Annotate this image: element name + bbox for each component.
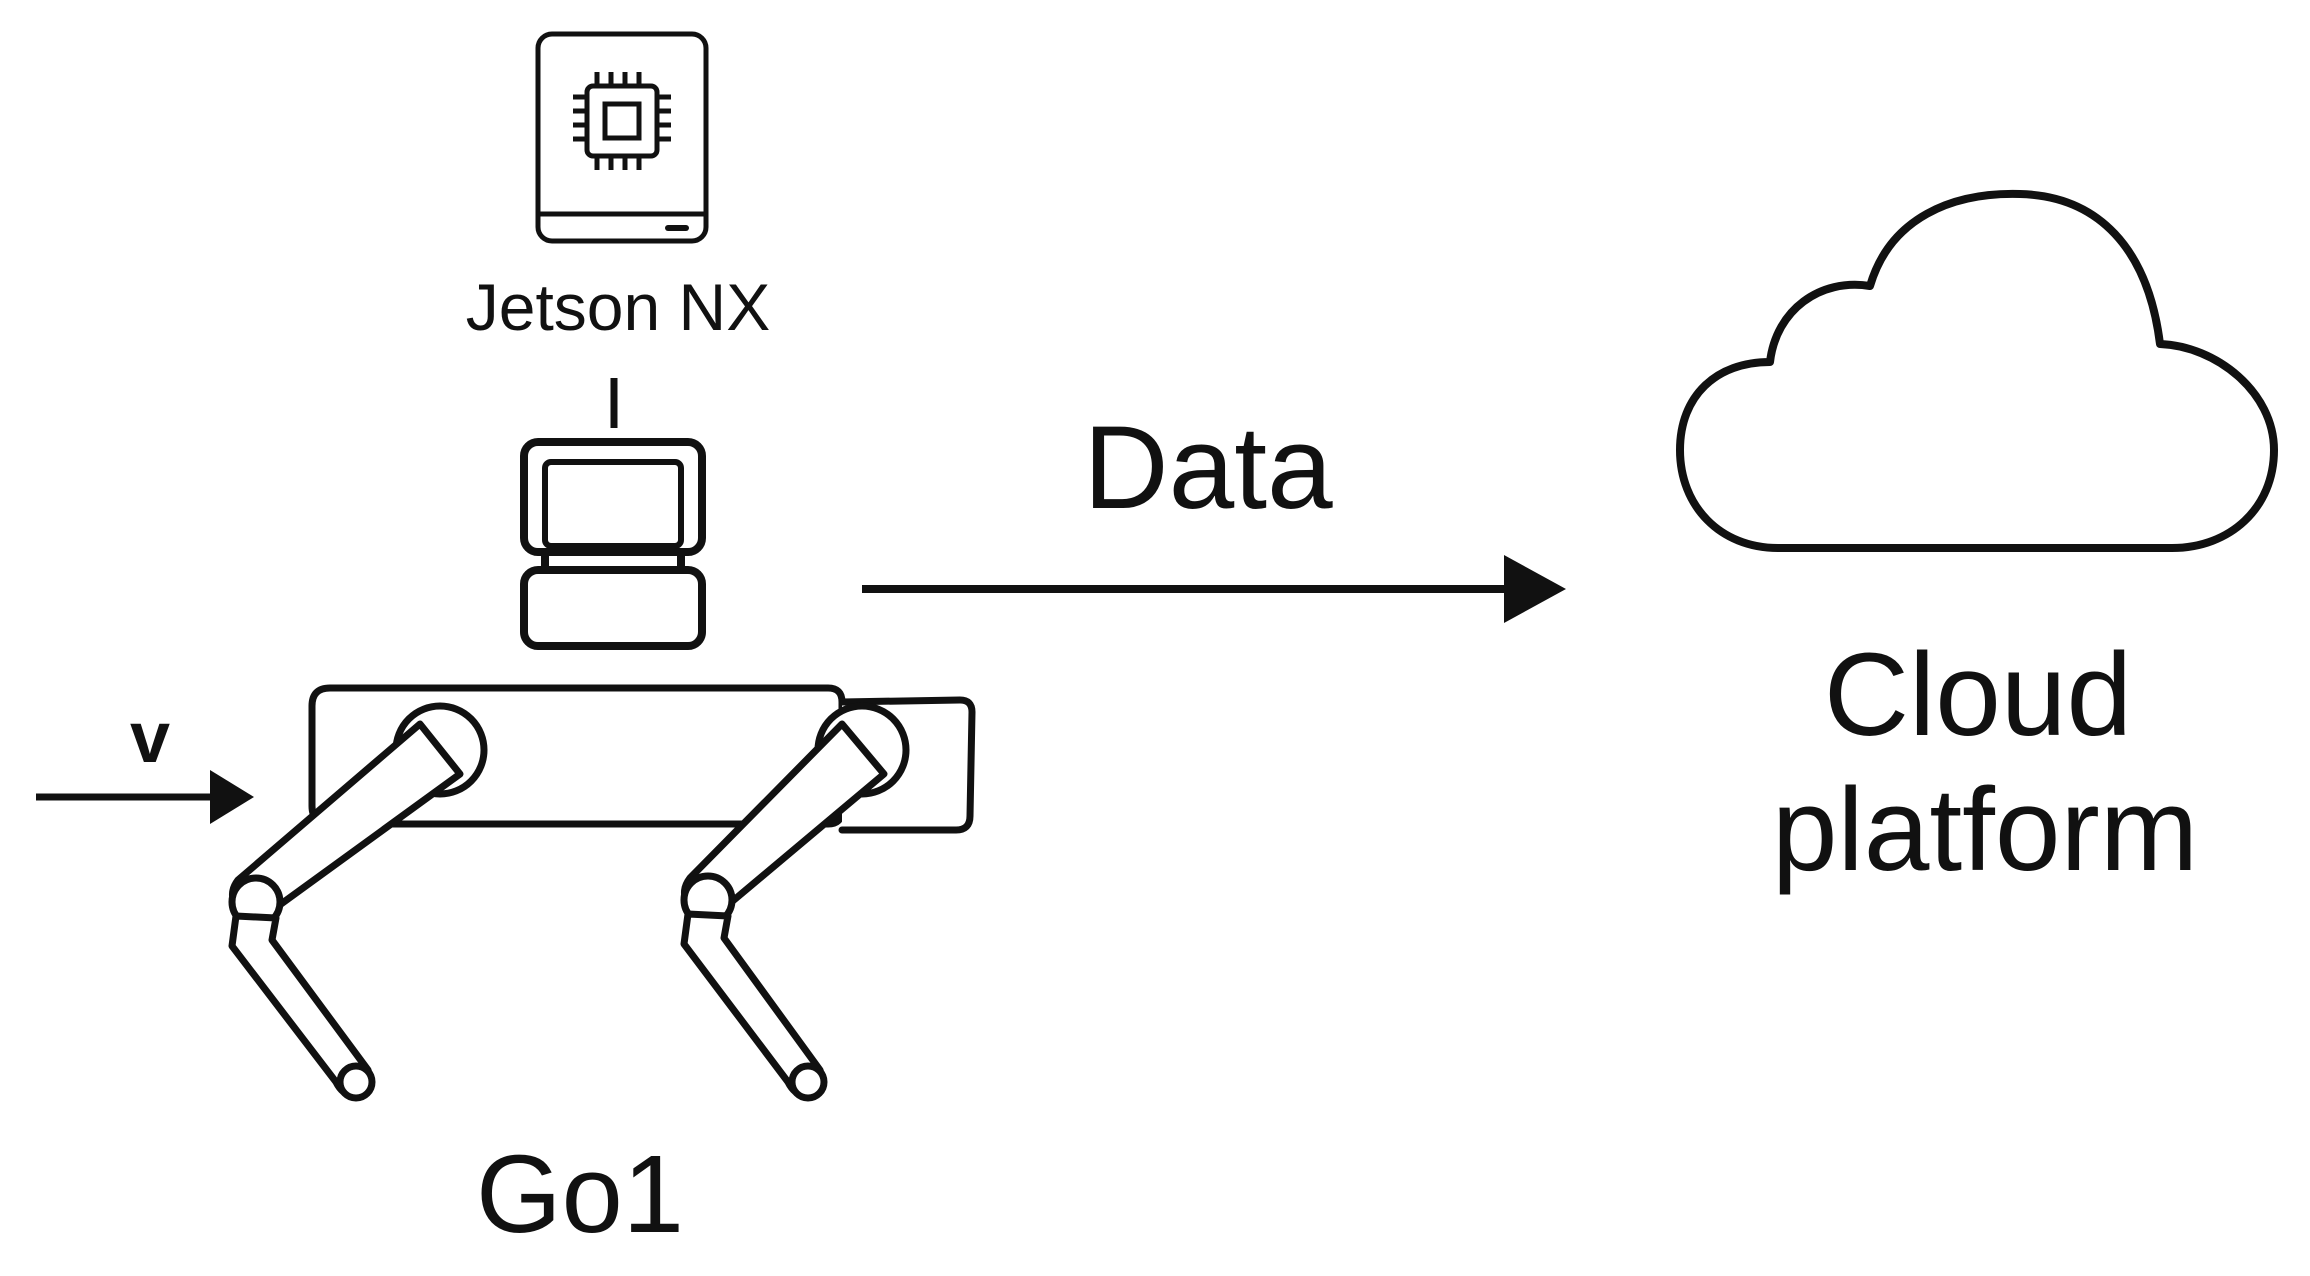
cloud-icon [1676,189,2278,552]
chip-icon [573,72,671,170]
jetson-label: Jetson NX [466,270,770,344]
camera-sensor-icon [520,438,706,650]
cloud-label-line1: Cloud [1824,629,2132,761]
quadruped-robot-icon [228,684,976,1102]
cloud-label-line2: platform [1772,764,2198,896]
jetson-device-icon [535,31,709,244]
robot-label: Go1 [476,1133,684,1256]
data-arrow-head [1504,555,1566,623]
velocity-arrow-head [210,770,254,824]
data-label: Data [1083,402,1333,534]
velocity-label: v [130,698,170,778]
